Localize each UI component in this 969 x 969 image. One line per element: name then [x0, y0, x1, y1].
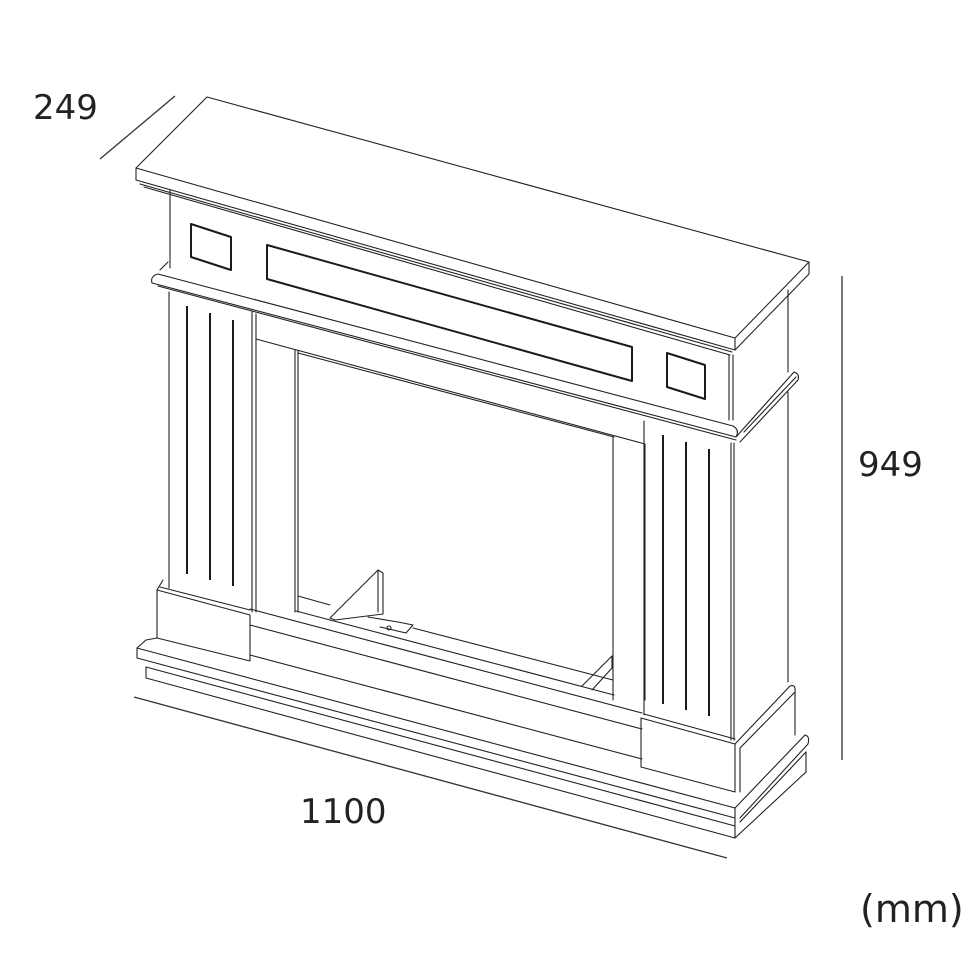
depth-dimension-line: [99, 95, 176, 160]
height-dimension-label: 949: [858, 445, 923, 485]
right-pilaster: [643, 391, 789, 741]
long-centre-panel: [266, 244, 633, 382]
right-plinth: [640, 685, 796, 793]
depth-dimension-label: 249: [33, 88, 98, 128]
width-dimension-label: 1100: [300, 792, 387, 832]
cornice-molding: [151, 261, 800, 443]
front-base-rail: [249, 608, 643, 760]
inner-opening-frame: [255, 338, 646, 701]
mantel-top-shelf: [135, 96, 810, 356]
left-pilaster: [168, 291, 257, 613]
unit-label: (mm): [860, 887, 964, 931]
frieze: [169, 189, 789, 421]
base-hearth: [136, 637, 810, 839]
left-plinth: [156, 579, 251, 662]
rear-support-bracket: [295, 569, 615, 696]
width-dimension-line: [133, 696, 728, 859]
left-square-panel: [190, 223, 232, 271]
right-square-panel: [666, 352, 706, 400]
